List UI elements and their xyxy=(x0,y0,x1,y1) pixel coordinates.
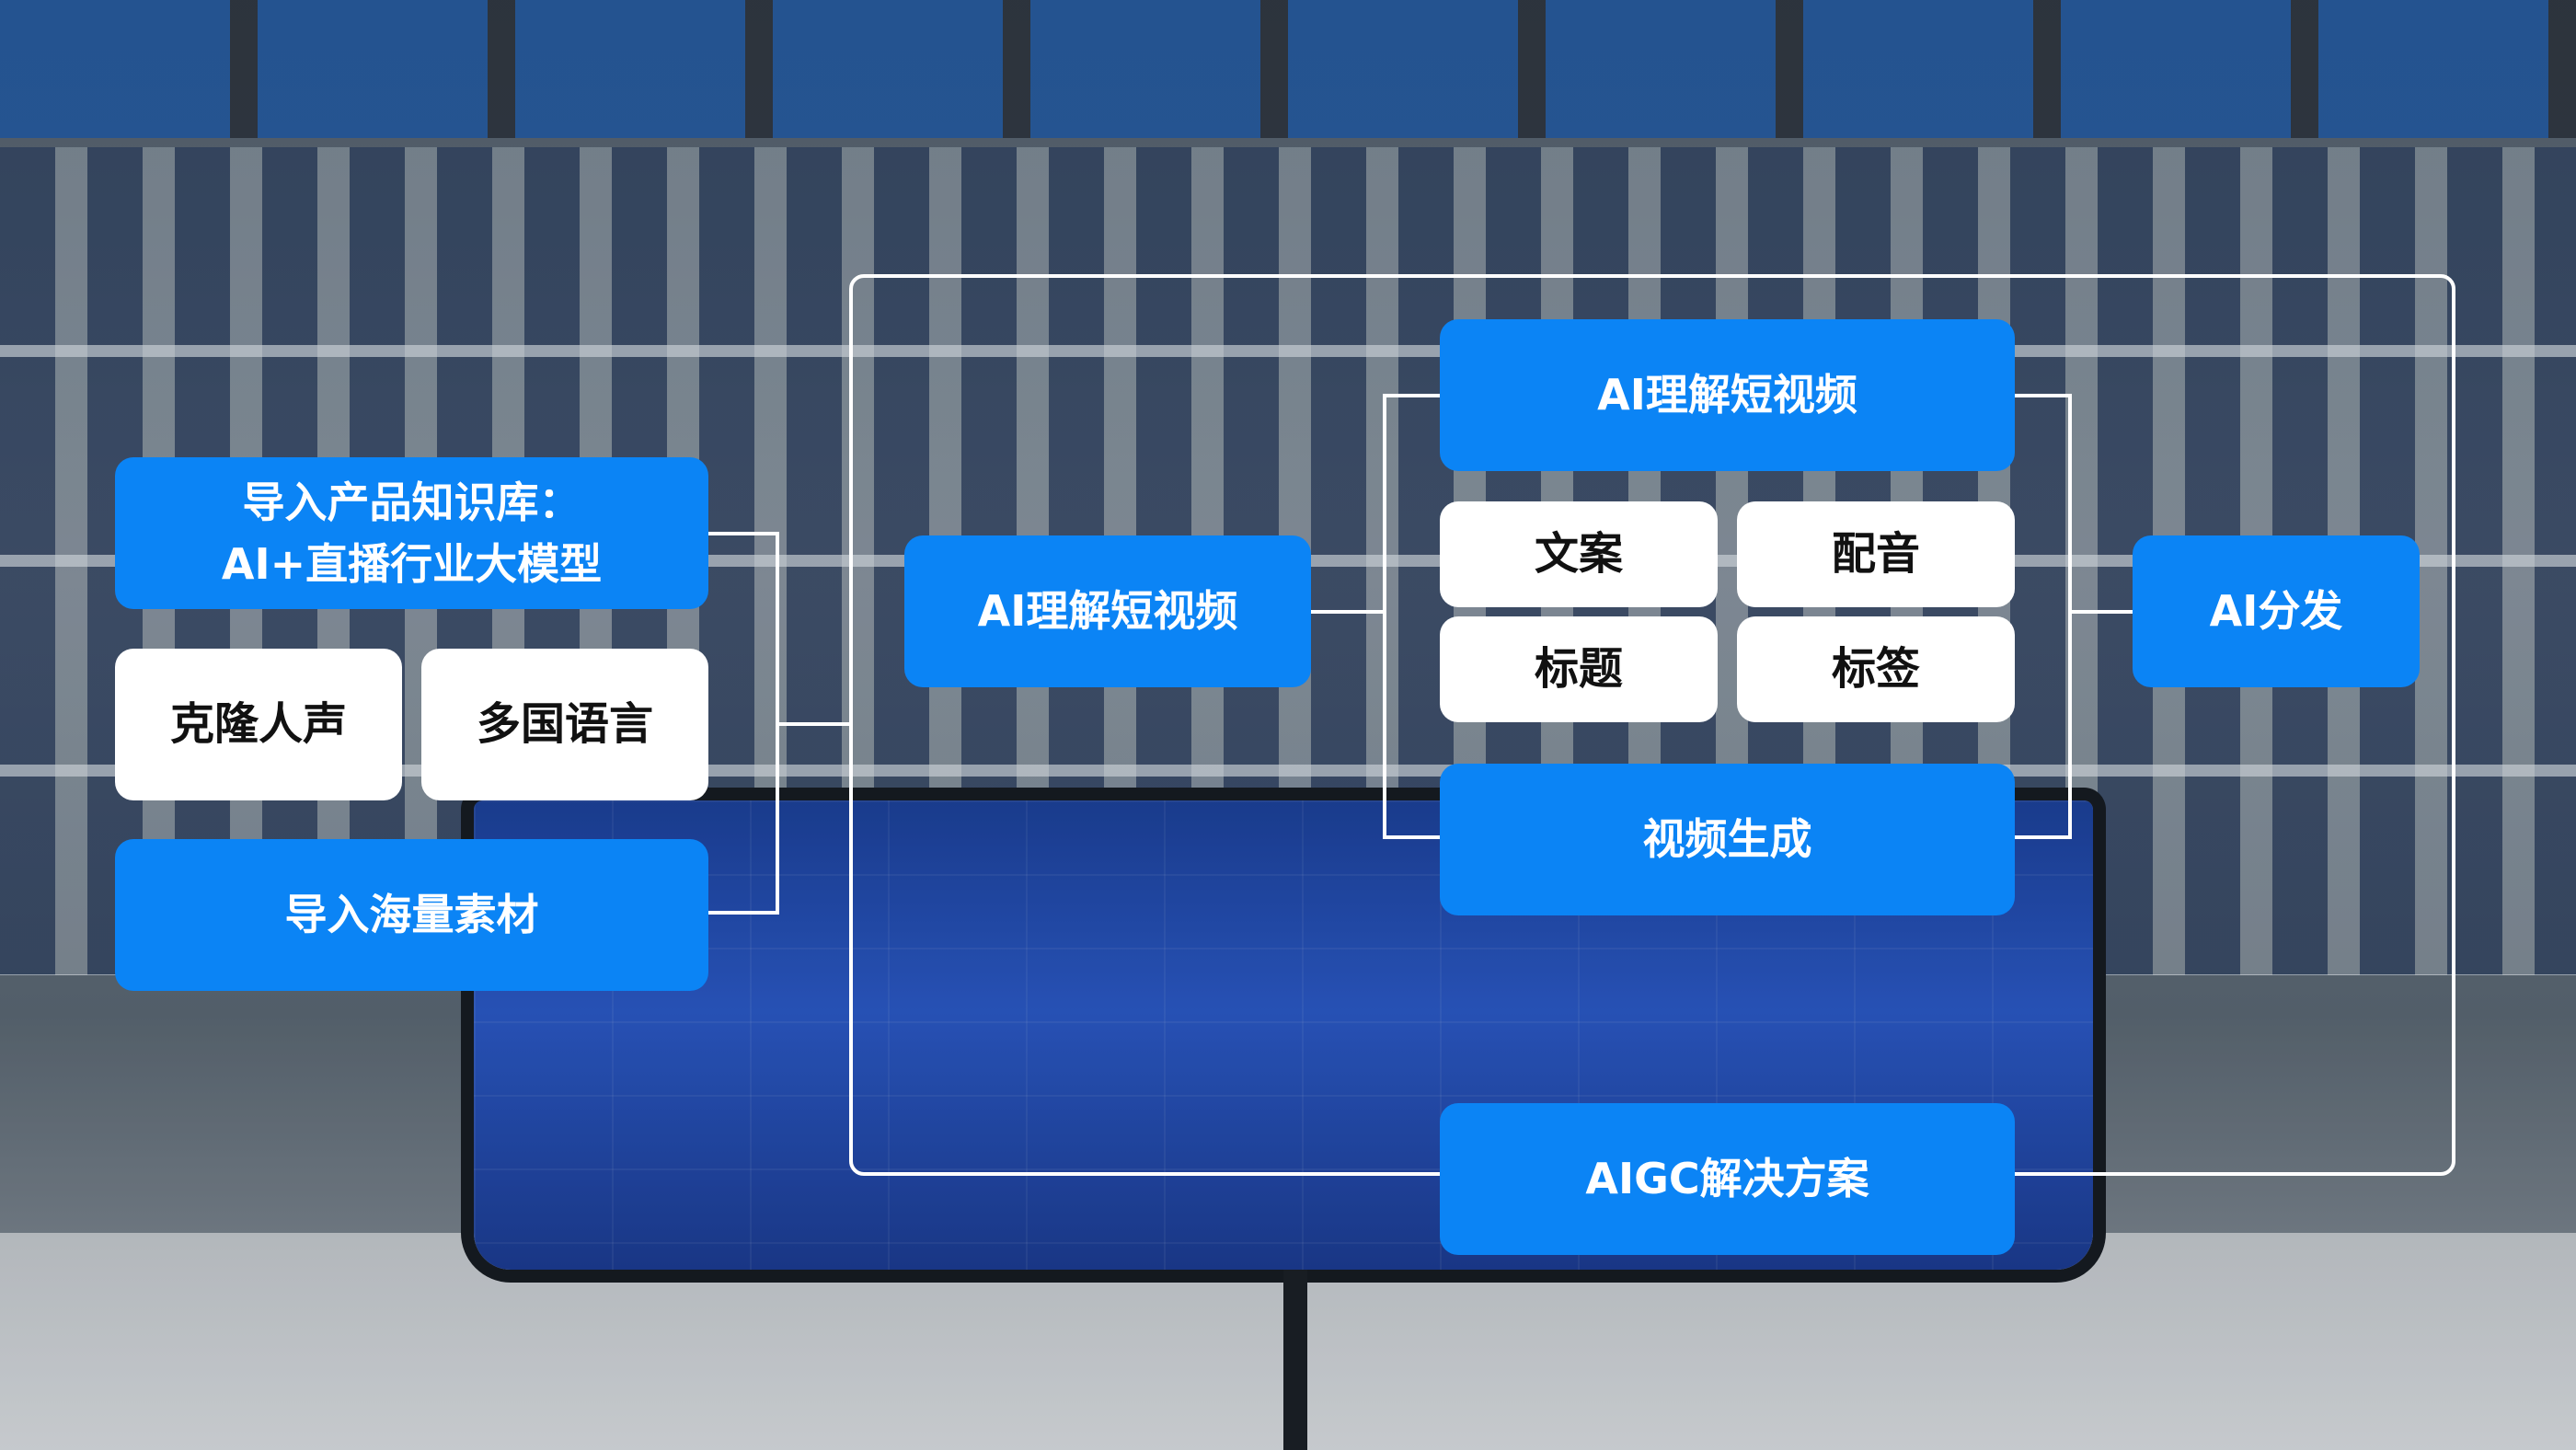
video-generation-box: 视频生成 xyxy=(1440,764,2015,915)
knowledge-base-box: 导入产品知识库： AI+直播行业大模型 xyxy=(115,457,708,609)
dubbing-box: 配音 xyxy=(1737,501,2015,607)
title-box: 标题 xyxy=(1440,616,1718,722)
monitor-stand xyxy=(1283,1270,1307,1450)
copywriting-box: 文案 xyxy=(1440,501,1718,607)
left-bracket xyxy=(708,532,779,915)
knowledge-base-line1: 导入产品知识库： xyxy=(242,477,581,527)
ai-distribution-box: AI分发 xyxy=(2133,535,2420,687)
ai-understand-center-box: AI理解短视频 xyxy=(904,535,1311,687)
knowledge-base-line2: AI+直播行业大模型 xyxy=(221,538,603,589)
import-material-box: 导入海量素材 xyxy=(115,839,708,991)
voice-clone-box: 克隆人声 xyxy=(115,649,402,800)
aigc-solution-box: AIGC解决方案 xyxy=(1440,1103,2015,1255)
multi-language-box: 多国语言 xyxy=(421,649,708,800)
ceiling-monitors xyxy=(0,0,2576,138)
tags-box: 标签 xyxy=(1737,616,2015,722)
ai-understand-top-box: AI理解短视频 xyxy=(1440,319,2015,471)
